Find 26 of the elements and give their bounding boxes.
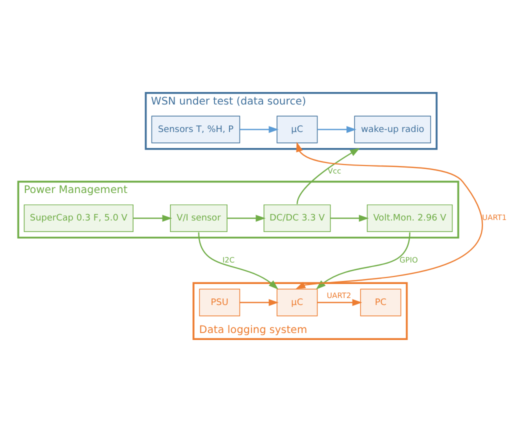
node-box: wake-up radio: [354, 116, 431, 144]
arrow: [330, 214, 368, 222]
node-box: μC: [276, 116, 318, 144]
arrow: [198, 232, 278, 290]
edge-label: GPIO: [399, 255, 418, 264]
arrow: [239, 299, 278, 306]
arrow: [296, 148, 360, 204]
node-box: V/I sensor: [170, 204, 227, 232]
arrow: [317, 126, 356, 133]
edge-label: I2C: [222, 255, 234, 264]
arrow: [239, 126, 278, 133]
node-box: SuperCap 0.3 F, 5.0 V: [23, 204, 133, 232]
node-box: Sensors T, %H, P: [150, 116, 240, 144]
node-box: μC: [276, 288, 318, 316]
arrow: [315, 232, 410, 290]
node-box: Volt.Mon. 2.96 V: [366, 204, 452, 232]
arrow: [316, 299, 362, 306]
edge-label: UART1: [482, 213, 506, 222]
node-box: PSU: [198, 288, 240, 316]
edge-label: UART2: [326, 291, 351, 300]
arrow: [295, 142, 482, 290]
arrow: [132, 214, 172, 222]
node-box: PC: [360, 288, 401, 316]
node-box: DC/DC 3.3 V: [263, 204, 330, 232]
arrow: [226, 214, 266, 222]
edge-label: Vcc: [327, 166, 341, 176]
